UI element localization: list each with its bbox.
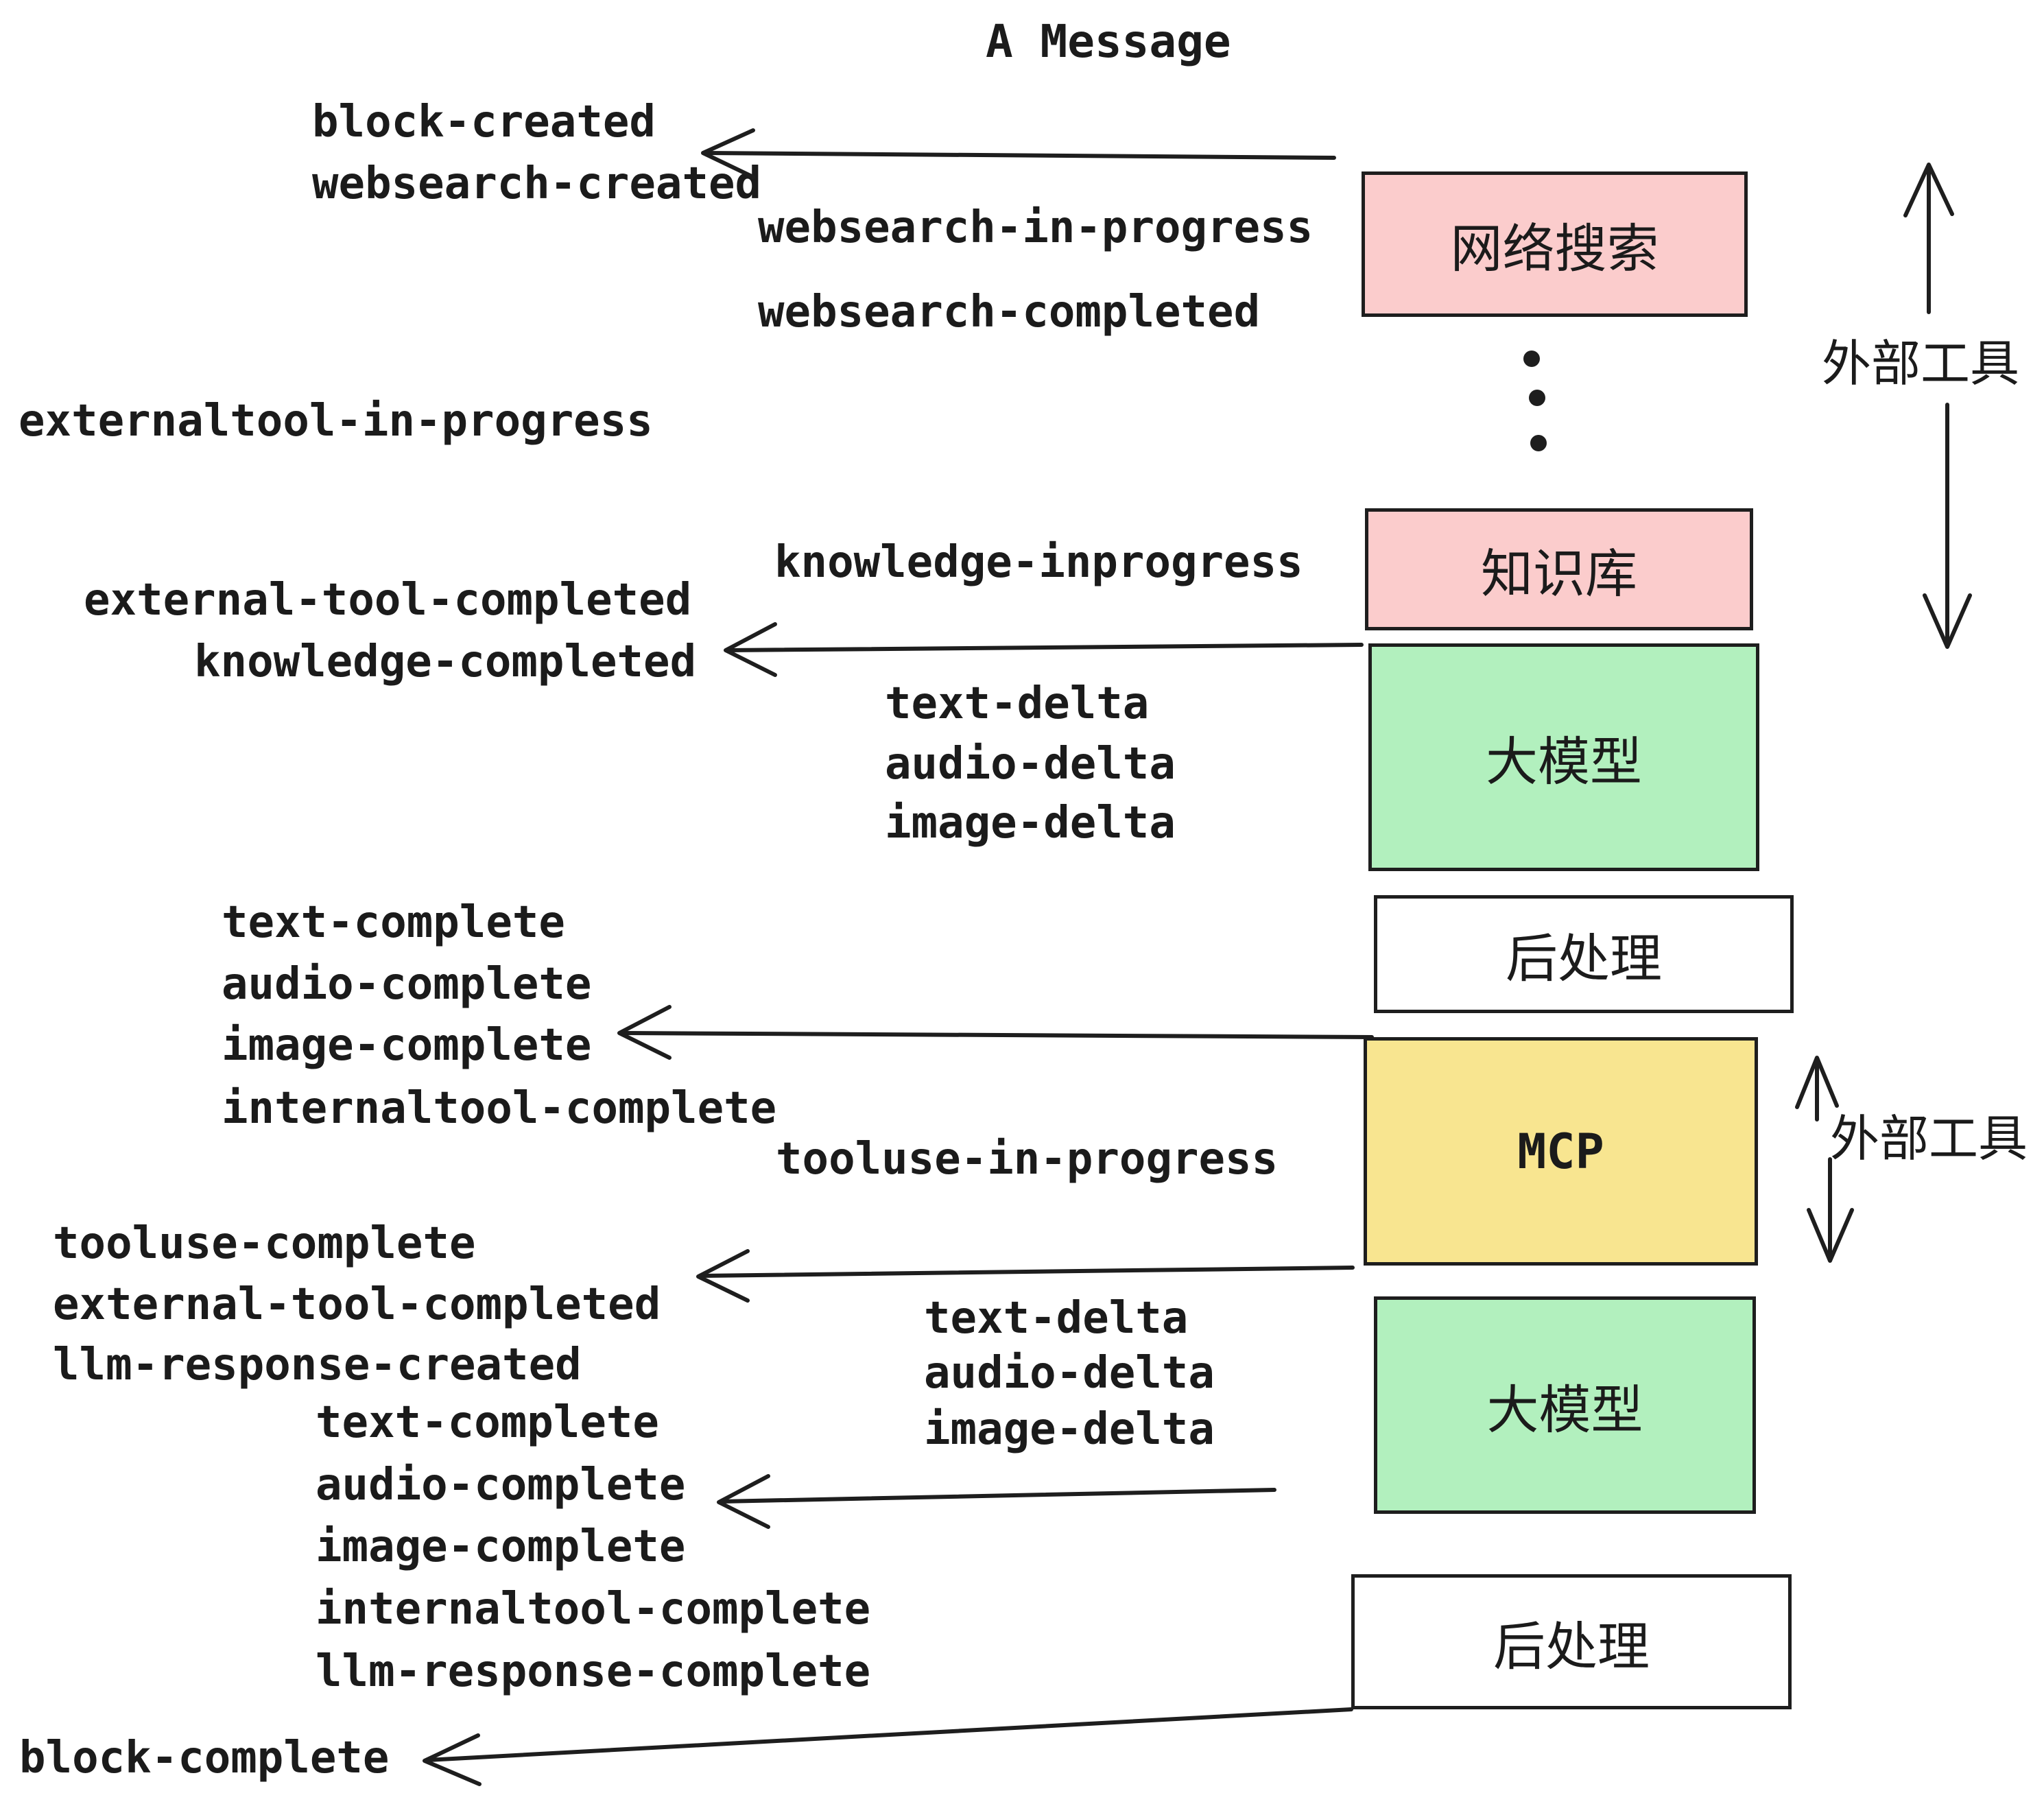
event-label-tooluse-complete: tooluse-complete (53, 1218, 476, 1269)
event-label-external-tool-completed-2: external-tool-completed (53, 1279, 661, 1330)
event-label-audio-complete-1: audio-complete (222, 959, 592, 1010)
event-label-text-delta-1: text-delta (885, 678, 1150, 729)
event-label-block-created: block-created (312, 97, 656, 147)
box-postprocess-2-label: 后处理 (1493, 1615, 1650, 1677)
box-llm-1: 大模型 (1368, 643, 1759, 871)
arrow-down-external-tools-top-icon (1923, 403, 1972, 649)
event-label-llm-response-created: llm-response-created (53, 1340, 582, 1390)
arrow-up-external-tools-top-icon (1903, 163, 1954, 314)
event-label-llm-response-complete: llm-response-complete (316, 1646, 871, 1697)
event-label-external-tool-completed-1: external-tool-completed (84, 575, 692, 626)
box-llm-2: 大模型 (1374, 1296, 1756, 1514)
arrow-to-image-complete-icon (617, 1005, 1374, 1060)
box-llm-2-label: 大模型 (1486, 1379, 1643, 1440)
box-postprocess-2: 后处理 (1351, 1574, 1792, 1709)
side-label-external-tools-top: 外部工具 (1822, 335, 2020, 392)
event-label-block-complete: block-complete (19, 1733, 390, 1783)
side-label-external-tools-bottom: 外部工具 (1830, 1110, 2028, 1167)
event-label-websearch-created: websearch-created (312, 158, 762, 209)
arrow-to-knowledge-completed-icon (724, 622, 1364, 677)
box-websearch: 网络搜索 (1362, 171, 1748, 317)
box-llm-1-label: 大模型 (1486, 731, 1642, 792)
event-label-image-complete-2: image-complete (316, 1521, 686, 1572)
event-label-audio-complete-2: audio-complete (316, 1460, 686, 1510)
box-mcp: MCP (1364, 1037, 1758, 1266)
event-label-text-complete-1: text-complete (222, 897, 565, 948)
diagram-title: A Message (986, 15, 1231, 68)
box-websearch-label: 网络搜索 (1450, 218, 1659, 279)
event-label-websearch-in-progress: websearch-in-progress (758, 202, 1314, 253)
event-label-internaltool-complete-1: internaltool-complete (222, 1083, 777, 1134)
box-mcp-label: MCP (1517, 1123, 1604, 1180)
vertical-ellipsis-dots-icon (1523, 351, 1547, 451)
event-label-tooluse-in-progress: tooluse-in-progress (776, 1134, 1279, 1185)
box-postprocess-1-label: 后处理 (1506, 928, 1662, 989)
event-label-audio-delta-2: audio-delta (924, 1348, 1215, 1399)
arrow-to-block-complete-icon (423, 1707, 1353, 1786)
event-label-text-complete-2: text-complete (316, 1397, 659, 1448)
event-label-image-delta-1: image-delta (885, 798, 1176, 848)
arrow-down-external-tools-bottom-icon (1807, 1157, 1854, 1263)
event-label-text-delta-2: text-delta (924, 1293, 1189, 1344)
arrow-to-audio-complete-icon (717, 1474, 1276, 1529)
event-label-image-delta-2: image-delta (924, 1404, 1215, 1455)
event-label-audio-delta-1: audio-delta (885, 739, 1176, 790)
event-label-knowledge-completed: knowledge-completed (194, 637, 697, 687)
arrow-to-websearch-created-icon (701, 128, 1336, 179)
box-knowledge: 知识库 (1365, 508, 1753, 630)
event-label-externaltool-in-progress: externaltool-in-progress (19, 396, 653, 447)
event-label-image-complete-1: image-complete (222, 1020, 592, 1071)
box-postprocess-1: 后处理 (1374, 895, 1794, 1013)
box-knowledge-label: 知识库 (1481, 543, 1637, 604)
event-label-websearch-completed: websearch-completed (758, 287, 1261, 337)
event-label-internaltool-complete-2: internaltool-complete (316, 1584, 871, 1635)
event-label-knowledge-inprogress: knowledge-inprogress (774, 537, 1303, 588)
